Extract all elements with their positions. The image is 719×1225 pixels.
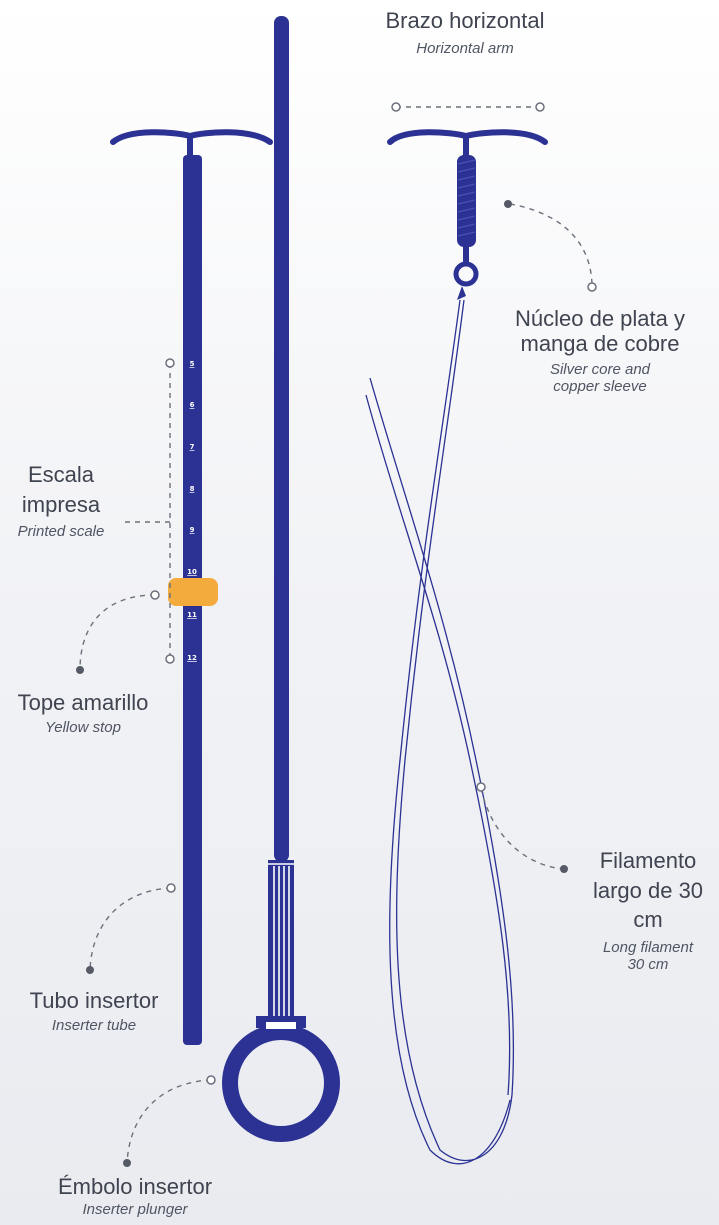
iud-core-sleeve [457,155,476,247]
scale-mark: 9 [190,526,195,534]
label-silver-core: Núcleo de plata y manga de cobre Silver … [500,306,700,395]
plunger-collar-gap [266,1022,296,1029]
scale-mark: 11 [187,611,197,619]
label-printed-scale-en: Printed scale [17,523,105,541]
printed-scale: 5 6 7 8 9 10 11 12 [187,360,197,662]
label-printed-scale-es: Escala impresa [21,462,101,517]
label-inserter-tube: Tubo insertor Inserter tube [0,988,188,1035]
label-yellow-stop: Tope amarillo Yellow stop [0,690,166,737]
label-filament: Filamento largo de 30 cm Long filament 3… [580,846,716,974]
iud-filament [365,299,515,1165]
label-inserter-tube-en: Inserter tube [51,1017,137,1035]
plunger-grip-lines [268,863,294,1018]
label-silver-core-es: Núcleo de plata y manga de cobre [515,306,685,357]
label-inserter-plunger: Émbolo insertor Inserter plunger [30,1174,240,1219]
label-yellow-stop-es: Tope amarillo [17,690,149,715]
yellow-stop [168,578,218,606]
label-silver-core-en: Silver core and copper sleeve [549,360,651,395]
plunger-grip [268,860,294,1020]
pointer-inserter-tube [89,887,172,971]
label-filament-es: Filamento largo de 30 cm [592,848,704,933]
plunger-rod [274,16,289,862]
label-horizontal-arm-es: Brazo horizontal [385,8,545,33]
pointer-ends [76,102,597,1167]
pointer-filament [480,787,565,870]
label-inserter-plunger-en: Inserter plunger [82,1201,188,1219]
scale-mark: 12 [187,654,197,662]
scale-mark: 10 [187,568,197,576]
label-inserter-plunger-es: Émbolo insertor [57,1174,213,1199]
plunger-ring [222,1024,340,1142]
pointer-yellow-stop [79,594,156,671]
label-filament-en: Long filament 30 cm [602,939,694,974]
pointer-silver-core [509,203,593,285]
inserter-plunger [222,16,340,1142]
scale-mark: 6 [190,401,195,409]
copper-winding [457,159,476,237]
label-horizontal-arm-en: Horizontal arm [416,39,514,57]
scale-mark: 8 [190,485,195,493]
scale-mark: 7 [190,443,195,451]
pointers [79,106,593,1164]
pointer-inserter-plunger [126,1079,212,1164]
iud-device [365,129,548,1165]
label-printed-scale: Escala impresa Printed scale [0,460,122,541]
label-horizontal-arm: Brazo horizontal Horizontal arm [380,6,550,57]
label-yellow-stop-en: Yellow stop [45,719,121,737]
iud-loop [453,261,479,287]
label-inserter-tube-es: Tubo insertor [29,988,159,1013]
scale-mark: 5 [190,360,195,368]
